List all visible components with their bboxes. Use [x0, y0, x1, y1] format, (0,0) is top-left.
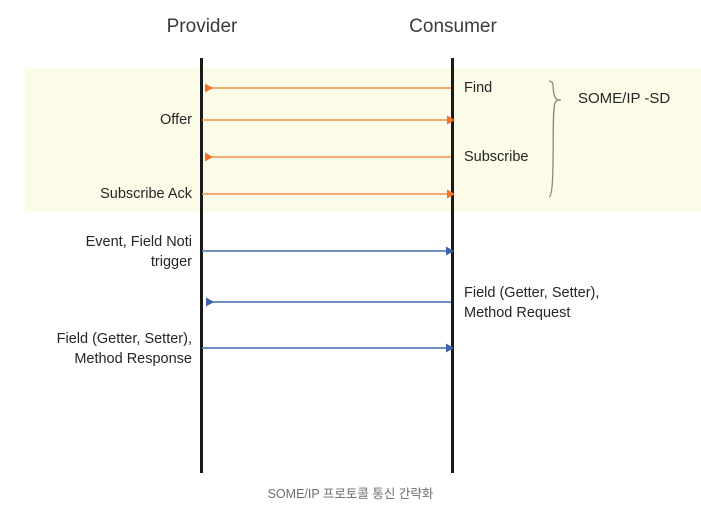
- diagram-caption: SOME/IP 프로토콜 통신 간략화: [267, 487, 434, 501]
- message-label-offer: Offer: [160, 112, 192, 128]
- message-label-subscribe-ack: Subscribe Ack: [100, 186, 192, 202]
- actor-label-provider: Provider: [166, 16, 238, 37]
- message-label-find: Find: [464, 80, 493, 96]
- message-label-event-field-noti: Event, Field Noti trigger: [85, 234, 192, 270]
- actor-label-consumer: Consumer: [409, 16, 497, 37]
- lifeline-provider: [200, 58, 203, 473]
- message-label-method-response: Field (Getter, Setter), Method Response: [56, 331, 192, 367]
- lifeline-consumer: [451, 58, 454, 473]
- message-label-subscribe: Subscribe: [464, 149, 529, 165]
- some-ip-sd-phase-background: [25, 68, 701, 212]
- message-label-method-request: Field (Getter, Setter), Method Request: [464, 285, 600, 321]
- group-label-some-ip-sd: SOME/IP -SD: [578, 90, 671, 107]
